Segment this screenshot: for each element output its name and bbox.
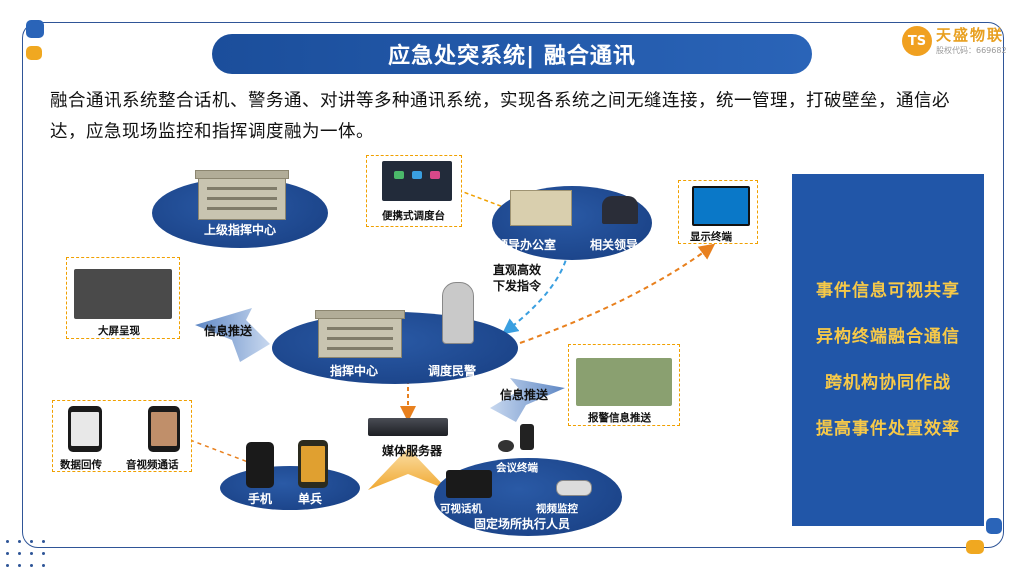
company-logo: TS 天盛物联 股权代码：669682 xyxy=(902,24,1010,60)
slide-frame xyxy=(22,22,1004,548)
feature-item: 事件信息可视共享 xyxy=(816,281,960,301)
leader-office-label: 领导办公室 xyxy=(496,238,557,252)
console-tablet-icon xyxy=(382,161,452,201)
feature-item: 提高事件处置效率 xyxy=(816,419,960,439)
direct-command-label: 直观高效 下发指令 xyxy=(493,263,542,293)
info-push-right-label: 信息推送 xyxy=(500,388,549,402)
video-monitor-label: 视频监控 xyxy=(536,503,578,515)
mobile-label: 手机 xyxy=(248,492,273,506)
corner-square-blue-top xyxy=(26,20,44,38)
surveillance-camera-icon xyxy=(556,480,592,496)
phone-icon-av xyxy=(148,406,180,452)
mobile-node xyxy=(220,466,360,510)
conference-camera-icon xyxy=(498,440,514,452)
related-leader-label: 相关领导 xyxy=(590,238,639,252)
monitor-icon xyxy=(692,186,750,226)
feature-item: 异构终端融合通信 xyxy=(816,327,960,347)
building-icon-upper xyxy=(195,170,289,220)
command-center-label: 指挥中心 xyxy=(330,364,379,378)
map-view-icon xyxy=(576,358,672,406)
display-terminal-label: 显示终端 xyxy=(690,231,732,243)
conference-terminal-label: 会议终端 xyxy=(496,462,538,474)
video-phone-icon xyxy=(446,470,492,498)
corner-square-orange-bottom xyxy=(966,540,984,554)
portable-console-label: 便携式调度台 xyxy=(382,210,445,222)
single-soldier-label: 单兵 xyxy=(298,492,323,506)
video-phone-label: 可视话机 xyxy=(440,503,482,515)
intro-text: 融合通讯系统整合话机、警务通、对讲等多种通讯系统，实现各系统之间无缝连接，统一管… xyxy=(50,91,950,142)
dispatcher-person-icon xyxy=(442,282,474,344)
decor-dots xyxy=(6,540,54,574)
av-call-label: 音视频通话 xyxy=(126,459,179,471)
page-title: 应急处突系统| 融合通讯 xyxy=(212,34,812,74)
conference-terminal-icon xyxy=(520,424,534,450)
fixed-site-label: 固定场所执行人员 xyxy=(474,517,571,531)
info-push-left-label: 信息推送 xyxy=(204,324,253,338)
feature-item: 跨机构协同作战 xyxy=(825,373,951,393)
house-icon xyxy=(510,190,572,226)
console-tile-2 xyxy=(412,171,422,179)
media-server-icon xyxy=(368,418,448,436)
upper-center-label: 上级指挥中心 xyxy=(204,223,277,237)
dispatcher-label: 调度民警 xyxy=(428,364,477,378)
building-icon-command xyxy=(315,310,405,358)
feature-panel: 事件信息可视共享 异构终端融合通信 跨机构协同作战 提高事件处置效率 xyxy=(792,174,984,526)
corner-square-orange-top xyxy=(26,46,42,60)
leader-person-icon xyxy=(602,196,638,224)
media-server-label: 媒体服务器 xyxy=(382,444,443,458)
corner-square-blue-bottom xyxy=(986,518,1002,534)
video-wall-icon xyxy=(74,269,172,319)
single-soldier-device-icon xyxy=(298,440,328,488)
logo-mark-icon: TS xyxy=(902,26,932,56)
big-screen-label: 大屏呈现 xyxy=(98,325,140,337)
phone-icon-data xyxy=(68,406,102,452)
alarm-push-label: 报警信息推送 xyxy=(588,412,651,424)
console-tile-3 xyxy=(430,171,440,179)
logo-code: 股权代码：669682 xyxy=(936,46,1007,55)
logo-name: 天盛物联 xyxy=(936,26,1005,44)
data-return-label: 数据回传 xyxy=(60,459,102,471)
console-tile-1 xyxy=(394,171,404,179)
mobile-phone-icon xyxy=(246,442,274,488)
